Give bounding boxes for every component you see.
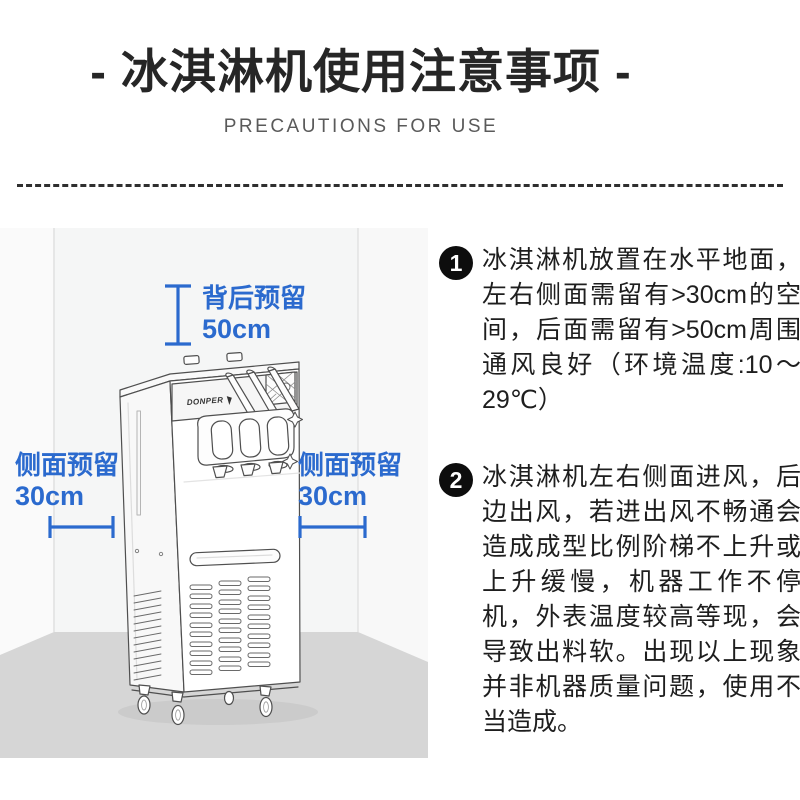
- dimension-label-left-value: 30cm: [15, 481, 85, 511]
- page-title: - 冰淇淋机使用注意事项 -: [90, 45, 632, 98]
- note-1-number-badge: 1: [439, 246, 473, 280]
- ice-cream-machine: DONPER: [119, 351, 303, 726]
- dimension-label-back-text: 背后预留: [202, 283, 307, 313]
- placement-diagram: DONPER: [0, 228, 428, 758]
- dimension-beam-right: [298, 516, 367, 538]
- dimension-label-right-text: 侧面预留: [298, 450, 403, 480]
- casters: [137, 684, 273, 726]
- dimension-label-right-value: 30cm: [298, 481, 368, 511]
- dimension-label-left: 侧面预留 30cm: [15, 450, 119, 512]
- dimension-label-back-value: 50cm: [202, 314, 272, 344]
- dimension-label-right: 侧面预留 30cm: [298, 450, 402, 512]
- note-2-text: 冰淇淋机左右侧面进风，后边出风，若进出风不畅通会造成成型比例阶梯不上升或上升缓慢…: [482, 463, 800, 736]
- note-2-number-badge: 2: [439, 463, 473, 497]
- room-and-machine-illustration: DONPER: [0, 228, 428, 758]
- dashed-divider: [17, 184, 783, 187]
- machine-logo: DONPER: [187, 395, 224, 407]
- floor: [0, 632, 428, 758]
- dimension-beam-back: [165, 284, 191, 346]
- dimension-beam-left: [48, 516, 115, 538]
- dimension-label-left-text: 侧面预留: [15, 450, 120, 480]
- page-subtitle: PRECAUTIONS FOR USE: [223, 116, 499, 137]
- dimension-label-back: 背后预留 50cm: [202, 283, 306, 345]
- room-corner: [0, 228, 428, 758]
- note-1-text: 冰淇淋机放置在水平地面，左右侧面需留有>30cm的空间，后面需留有>50cm周围…: [482, 246, 800, 414]
- header: - 冰淇淋机使用注意事项 - PRECAUTIONS FOR USE: [0, 44, 722, 138]
